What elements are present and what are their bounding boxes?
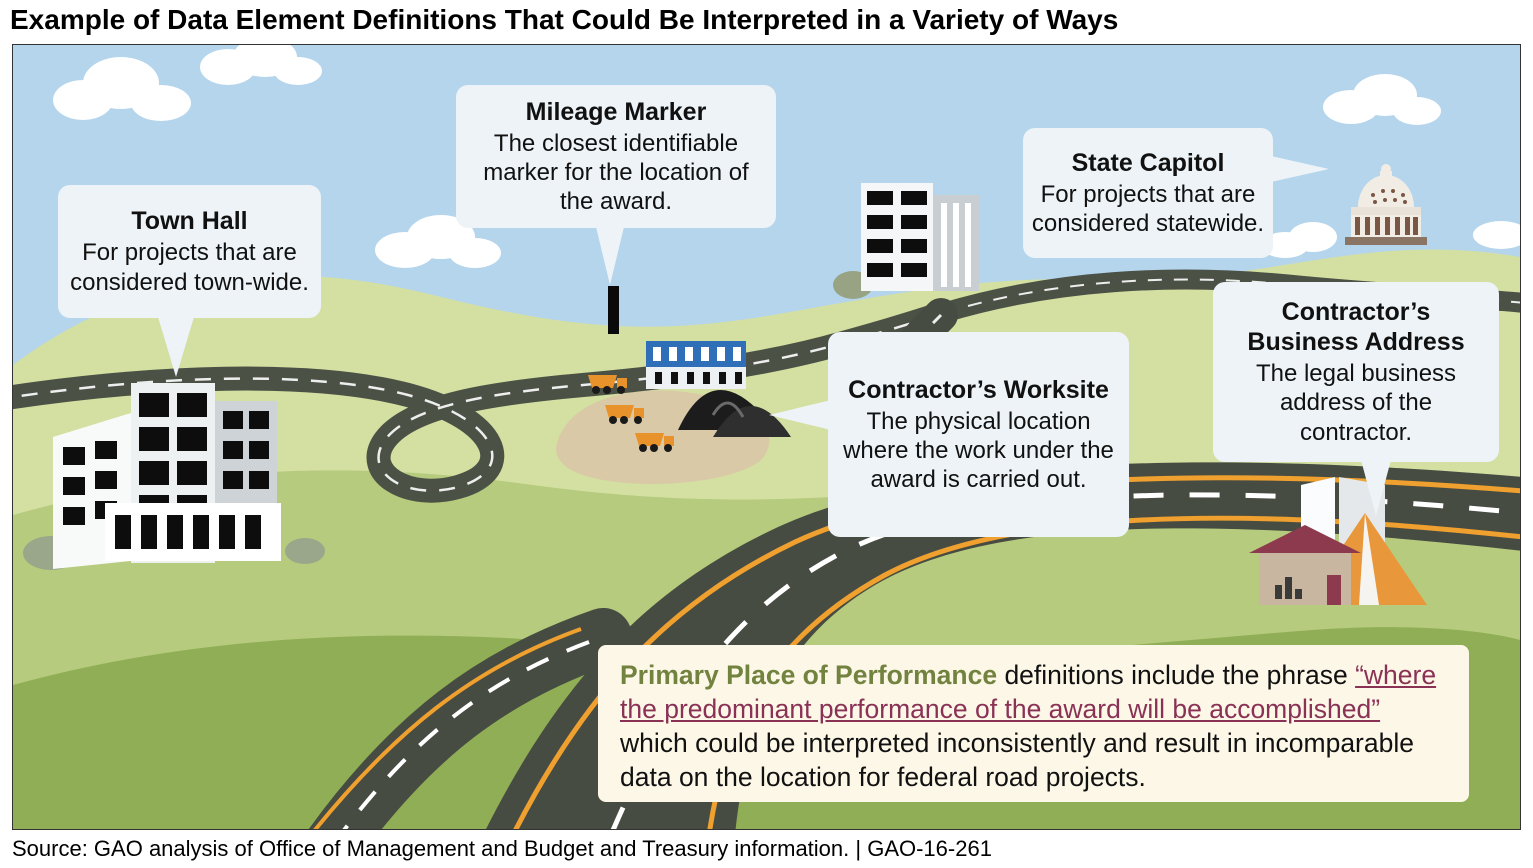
callout-tail [1361,460,1391,517]
cloud-icon [1473,221,1520,249]
callout-state-capitol: State Capitol For projects that are cons… [1023,128,1329,258]
contractor-house [1249,477,1427,605]
road-centerline [342,635,604,829]
callout-title: Contractor’s Business Address [1247,298,1465,357]
worksite-building [646,341,746,367]
callout-body: For projects that are considered town-wi… [70,239,309,296]
callout-title: State Capitol [1071,148,1225,177]
callout-tail [769,400,832,430]
dump-truck-icon [605,405,644,424]
dump-truck-icon [588,375,627,394]
cloud-icon [200,45,322,85]
callout-title: Town Hall [131,207,248,236]
house-door [1327,575,1341,605]
callout-title: Mileage Marker [525,97,707,126]
note-quote-text: “where the predominant performance of th… [620,660,1437,724]
source-line: Source: GAO analysis of Office of Manage… [12,836,992,861]
callout-title: Contractor’s Worksite [848,375,1109,404]
cloud-icon [53,57,191,121]
construction-site [588,341,791,452]
callout-tail [1270,156,1329,182]
note-end-text: which could be interpreted inconsistentl… [620,727,1414,792]
cloud-icon [1323,74,1441,125]
callout-town-hall: Town Hall For projects that are consider… [58,185,321,377]
callout-tail [158,316,194,377]
callout-body: The physical location where the work und… [843,407,1114,494]
callout-body: The legal business address of the contra… [1255,360,1457,446]
mileage-marker-post [608,286,619,334]
town-hall-building [23,383,325,570]
illustration-area: Town Hall For projects that are consider… [12,44,1521,830]
state-capitol-building [1345,164,1427,245]
cloud-icon [1261,222,1337,258]
city-building [833,183,979,299]
maroon-roof [1249,525,1361,553]
road-centerline [13,311,944,492]
cloud-group [53,45,1520,268]
note-lead-text: Primary Place of Performance [620,660,998,690]
cloud-icon [375,215,501,268]
note-middle-text: definitions include the phrase [997,660,1356,690]
callout-mileage-marker: Mileage Marker The closest identifiable … [456,85,776,285]
callout-body: For projects that are considered statewi… [1031,180,1265,237]
primary-place-note: Primary Place of Performance definitions… [598,645,1469,802]
house-window-bars [1275,577,1302,599]
callout-contractors-worksite: Contractor’s Worksite The physical locat… [769,332,1129,537]
page-title: Example of Data Element Definitions That… [10,4,1119,35]
dump-truck-icon [635,433,674,452]
road-edge-line [313,627,582,829]
bush-icon [285,538,325,564]
callout-body: The closest identifiable marker for the … [483,129,749,216]
callout-business-address: Contractor’s Business Address The legal … [1213,282,1499,517]
callout-tail [596,226,624,285]
